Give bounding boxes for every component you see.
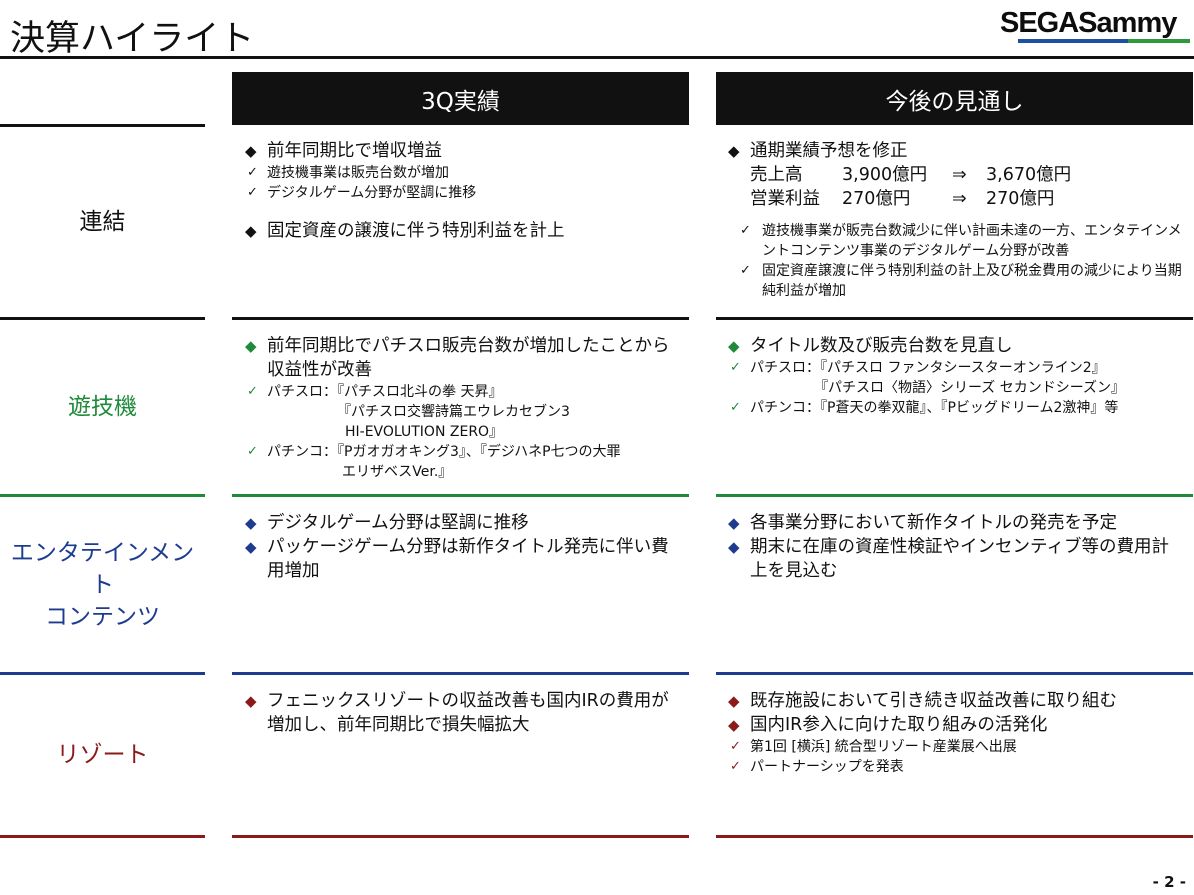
check-item-continuation: HI-EVOLUTION ZERO』 (345, 424, 504, 440)
arrow-icon: ⇒ (952, 189, 967, 209)
row-label-consolidated: 連結 (79, 209, 126, 235)
check-icon: ✓ (247, 444, 258, 459)
cell-entertainment-results: デジタルゲーム分野は堅調に推移 パッケージゲーム分野は新作タイトル発売に伴い費用… (245, 511, 685, 583)
forecast-row-operating-income: 営業利益 270億円 ⇒ 270億円 (728, 187, 1183, 211)
rule-bottom-label (0, 835, 205, 838)
check-icon: ✓ (247, 185, 258, 200)
cell-resort-outlook: 既存施設において引き続き収益改善に取り組む 国内IR参入に向けた取り組みの活発化… (728, 689, 1183, 777)
rule-entertainment-label (0, 494, 205, 497)
rule-resort-label (0, 672, 205, 675)
bullet-item: 前年同期比でパチスロ販売台数が増加したことから収益性が改善 (245, 334, 685, 382)
cell-consolidated-outlook: 通期業績予想を修正 売上高 3,900億円 ⇒ 3,670億円 営業利益 270… (728, 139, 1183, 301)
rule-bottom-outlook (716, 835, 1193, 838)
title-divider (0, 56, 1194, 59)
column-header-results: 3Q実績 (232, 72, 689, 125)
logo-text: SEGASammy (1000, 7, 1177, 39)
check-item: ✓遊技機事業は販売台数が増加 (247, 165, 449, 181)
bullet-item: 前年同期比で増収増益 (245, 139, 685, 163)
check-item: ✓パチンコ：『Pガオガオキング3』、『デジハネP七つの大罪 (247, 444, 621, 460)
cell-consolidated-results: 前年同期比で増収増益 ✓遊技機事業は販売台数が増加 ✓デジタルゲーム分野が堅調に… (245, 139, 685, 243)
cell-resort-results: フェニックスリゾートの収益改善も国内IRの費用が増加し、前年同期比で損失幅拡大 (245, 689, 685, 737)
row-label-resort: リゾート (56, 742, 149, 768)
check-item: ✓第1回 [横浜] 統合型リゾート産業展へ出展 (730, 739, 1017, 755)
row-label-entertainment-line2: コンテンツ (45, 603, 160, 630)
forecast-before: 270億円 (842, 189, 911, 209)
check-item-continuation: エリザベスVer.』 (342, 464, 453, 480)
forecast-row-sales: 売上高 3,900億円 ⇒ 3,670億円 (728, 163, 1183, 187)
arrow-icon: ⇒ (952, 165, 967, 185)
bullet-item: タイトル数及び販売台数を見直し (728, 334, 1183, 358)
forecast-label: 売上高 (750, 165, 803, 185)
check-item: ✓遊技機事業が販売台数減少に伴い計画未達の一方、エンタテインメントコンテンツ事業… (740, 223, 1182, 259)
check-item: ✓パチスロ：『パチスロ北斗の拳 天昇』 (247, 384, 503, 400)
rule-entertainment-outlook (716, 494, 1193, 497)
logo-green-bar (1128, 39, 1190, 43)
bullet-item: 既存施設において引き続き収益改善に取り組む (728, 689, 1183, 713)
rule-amusement-outlook (716, 317, 1193, 320)
check-item: ✓パチスロ：『パチスロ ファンタシースターオンライン2』 (730, 360, 1106, 376)
bullet-item: パッケージゲーム分野は新作タイトル発売に伴い費用増加 (245, 535, 685, 583)
check-icon: ✓ (247, 384, 258, 399)
page-title: 決算ハイライト (10, 19, 255, 59)
sega-sammy-logo: SEGASammy (1000, 8, 1192, 44)
bullet-item: 通期業績予想を修正 (728, 139, 1183, 163)
cell-amusement-outlook: タイトル数及び販売台数を見直し ✓パチスロ：『パチスロ ファンタシースターオンラ… (728, 334, 1183, 418)
check-icon: ✓ (740, 223, 751, 238)
check-item: ✓パートナーシップを発表 (730, 759, 904, 775)
row-label-entertainment: エンタテインメント コンテンツ (0, 497, 205, 672)
bullet-item: 固定資産の譲渡に伴う特別利益を計上 (245, 219, 685, 243)
rule-amusement-label (0, 317, 205, 320)
row-label-entertainment-line1: エンタテインメント (10, 539, 195, 598)
rule-entertainment-results (232, 494, 689, 497)
bullet-item: フェニックスリゾートの収益改善も国内IRの費用が増加し、前年同期比で損失幅拡大 (245, 689, 685, 737)
rule-amusement-results (232, 317, 689, 320)
check-item: ✓パチンコ：『P蒼天の拳双龍』、『Pビッグドリーム2激神』等 (730, 400, 1119, 416)
cell-entertainment-outlook: 各事業分野において新作タイトルの発売を予定 期末に在庫の資産性検証やインセンティ… (728, 511, 1183, 583)
check-icon: ✓ (730, 759, 741, 774)
forecast-label: 営業利益 (750, 189, 820, 209)
check-icon: ✓ (730, 360, 741, 375)
rule-bottom-results (232, 835, 689, 838)
check-icon: ✓ (730, 400, 741, 415)
forecast-before: 3,900億円 (842, 165, 928, 185)
bullet-item: 期末に在庫の資産性検証やインセンティブ等の費用計上を見込む (728, 535, 1183, 583)
page-number: - 2 - (1152, 873, 1186, 891)
check-icon: ✓ (740, 263, 751, 278)
rule-resort-results (232, 672, 689, 675)
forecast-after: 270億円 (986, 189, 1055, 209)
rule-consolidated-label (0, 124, 205, 127)
rule-resort-outlook (716, 672, 1193, 675)
check-icon: ✓ (730, 739, 741, 754)
cell-amusement-results: 前年同期比でパチスロ販売台数が増加したことから収益性が改善 ✓パチスロ：『パチス… (245, 334, 685, 482)
check-item-continuation: 『パチスロ交響詩篇エウレカセブン3 (337, 404, 570, 420)
check-item: ✓デジタルゲーム分野が堅調に推移 (247, 185, 477, 201)
logo-blue-bar (1018, 39, 1128, 43)
bullet-item: デジタルゲーム分野は堅調に推移 (245, 511, 685, 535)
bullet-item: 国内IR参入に向けた取り組みの活発化 (728, 713, 1183, 737)
forecast-after: 3,670億円 (986, 165, 1072, 185)
column-header-outlook: 今後の見通し (716, 72, 1193, 125)
row-label-amusement: 遊技機 (68, 394, 137, 420)
check-icon: ✓ (247, 165, 258, 180)
check-item: ✓固定資産譲渡に伴う特別利益の計上及び税金費用の減少により当期純利益が増加 (740, 263, 1182, 299)
bullet-item: 各事業分野において新作タイトルの発売を予定 (728, 511, 1183, 535)
check-item-continuation: 『パチスロ〈物語〉シリーズ セカンドシーズン』 (814, 380, 1126, 396)
